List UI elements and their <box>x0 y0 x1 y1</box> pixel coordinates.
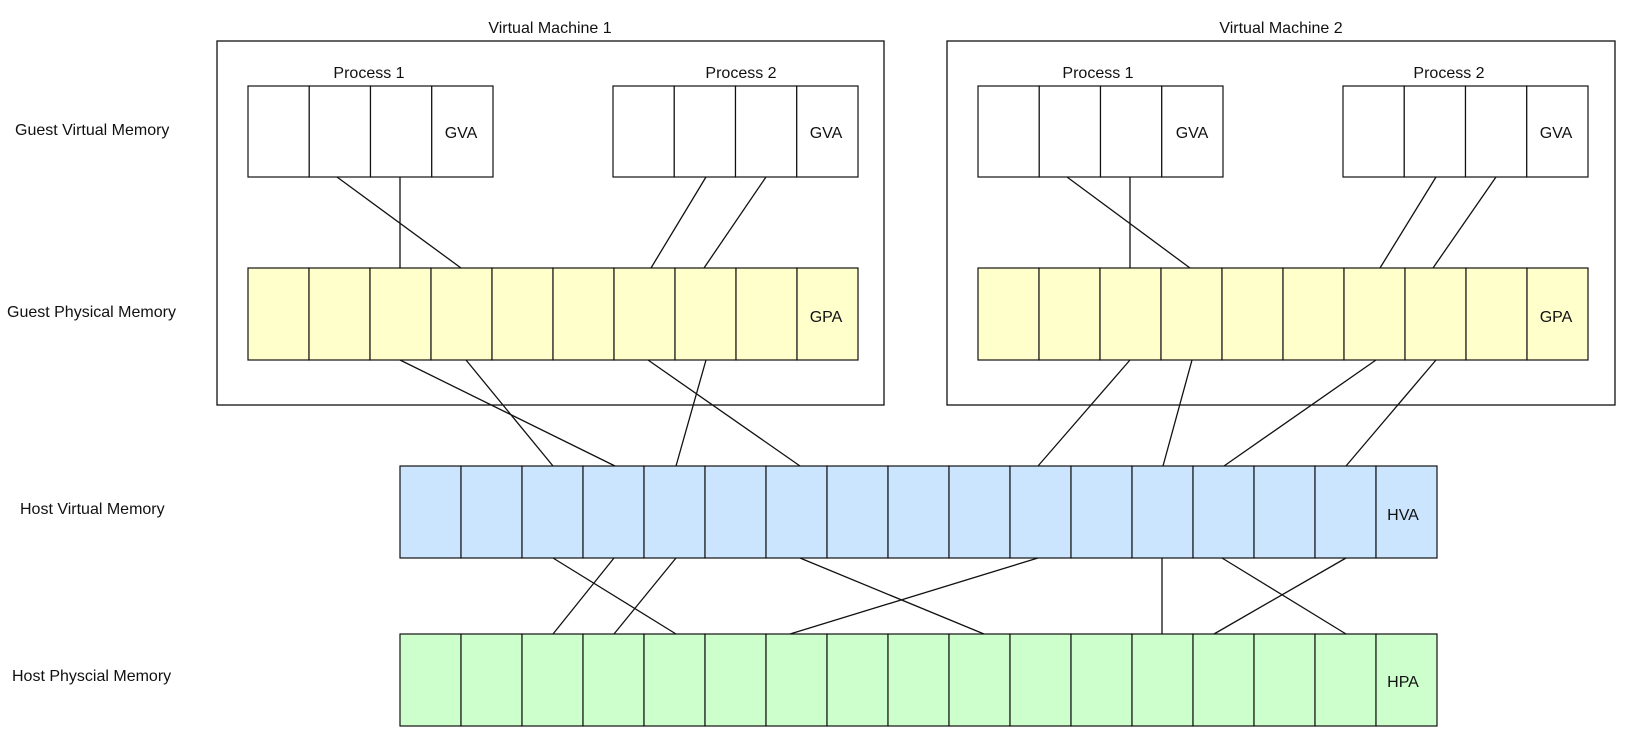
hva-cell <box>399 465 462 559</box>
vm-2-gpa-tag: GPA <box>1540 309 1573 326</box>
vm-2-process-1-gva-cell <box>1161 85 1224 178</box>
hva-cell <box>1070 465 1133 559</box>
vm-2-gpa-cell <box>1404 267 1467 361</box>
row-label-hpa: Host Physcial Memory <box>12 668 171 685</box>
hpa-cell <box>1009 633 1072 727</box>
hva-tag: HVA <box>1387 507 1419 524</box>
vm-1-process-2-gva-tag: GVA <box>810 125 843 142</box>
vm-2-gpa-cell <box>1099 267 1162 361</box>
vm-2-process-2-gva-cell <box>1342 85 1405 178</box>
vm-1-process-1-gva-cell <box>369 85 433 178</box>
hva-cell <box>1375 465 1438 559</box>
hpa-cell <box>1314 633 1377 727</box>
vm-1-process-1-gva-tag: GVA <box>445 125 478 142</box>
vm-1-process-2-title: Process 2 <box>705 65 776 82</box>
vm-2-gpa-cell <box>1465 267 1528 361</box>
hpa-tag: HPA <box>1387 674 1419 691</box>
hva-cell <box>948 465 1011 559</box>
vm-2-process-2-title: Process 2 <box>1413 65 1484 82</box>
vm-2-process-1-title: Process 1 <box>1062 65 1133 82</box>
hpa-cell <box>948 633 1011 727</box>
vm-1-frame: Virtual Machine 1 <box>216 20 885 406</box>
vm-2-gpa-cell <box>1282 267 1345 361</box>
hva-cell <box>826 465 889 559</box>
vm-2-gpa-cell <box>1160 267 1223 361</box>
vm-1-title: Virtual Machine 1 <box>488 20 611 37</box>
hva-cell <box>1009 465 1072 559</box>
vm-1-process-2-gva-cell <box>734 85 798 178</box>
vm-2-process-1-gva-cell <box>1099 85 1163 178</box>
hpa-cell <box>1375 633 1438 727</box>
vm-1-gpa-cell <box>613 267 676 361</box>
hpa-cell <box>704 633 767 727</box>
row-label-gpa: Guest Physical Memory <box>7 304 176 321</box>
hpa-cell <box>1192 633 1255 727</box>
vm-2-process-1-gva-cell <box>1038 85 1102 178</box>
hva-cell <box>1314 465 1377 559</box>
vm-1-gpa-tag: GPA <box>810 309 843 326</box>
vm-1-gpa-cell <box>796 267 859 361</box>
vm-2-process-2-gva-cell <box>1403 85 1467 178</box>
vm-2-gpa-cell <box>1221 267 1284 361</box>
vm-2-title: Virtual Machine 2 <box>1219 20 1342 37</box>
hpa-cell <box>1070 633 1133 727</box>
hva-cell <box>460 465 523 559</box>
vm-2-gpa-cell <box>977 267 1040 361</box>
vm-1-gpa-cell <box>369 267 432 361</box>
hva-cell <box>704 465 767 559</box>
vm-2-process-1-gva-cell <box>977 85 1040 178</box>
hpa-cell <box>887 633 950 727</box>
vm-2-gpa-cell <box>1038 267 1101 361</box>
row-label-hva: Host Virtual Memory <box>20 501 165 518</box>
vm-1-gpa-cell <box>247 267 310 361</box>
vm-1-gpa-cell <box>491 267 554 361</box>
vm-2-process-2-gva-cell <box>1464 85 1528 178</box>
hpa-cell <box>582 633 645 727</box>
hva-cell <box>643 465 706 559</box>
vm-1-gpa-cell <box>308 267 371 361</box>
vm-2-gpa-cell <box>1526 267 1589 361</box>
vm-2-process-2-gva-tag: GVA <box>1540 125 1573 142</box>
vm-1-gpa-cell <box>552 267 615 361</box>
vm-1-process-1-gva-cell <box>247 85 310 178</box>
vm-1-process-2-gva-cell <box>612 85 675 178</box>
vm-1-process-1-gva-cell <box>308 85 372 178</box>
hpa-cell <box>643 633 706 727</box>
vm-1-gpa-cell <box>430 267 493 361</box>
vm-1-process-2-gva-cell <box>796 85 859 178</box>
hva-cell <box>1253 465 1316 559</box>
hpa-cell <box>765 633 828 727</box>
hpa-cell <box>1131 633 1194 727</box>
hva-cell <box>521 465 584 559</box>
hva-cell <box>887 465 950 559</box>
hpa-cell <box>460 633 523 727</box>
hpa-cell <box>399 633 462 727</box>
vm-2-process-2-gva-cell <box>1526 85 1589 178</box>
vm-2-frame: Virtual Machine 2 <box>946 20 1616 406</box>
vm-1-gpa-cell <box>735 267 798 361</box>
hva-cell <box>582 465 645 559</box>
hpa-cell <box>826 633 889 727</box>
hva-cell <box>1131 465 1194 559</box>
vm-1-process-2-gva-cell <box>673 85 737 178</box>
vm-2-gpa-cell <box>1343 267 1406 361</box>
vm-1-process-1-gva-cell <box>431 85 494 178</box>
vm-1-process-1-title: Process 1 <box>333 65 404 82</box>
hpa-cell <box>521 633 584 727</box>
vm-2-process-1-gva-tag: GVA <box>1176 125 1209 142</box>
hva-cell <box>765 465 828 559</box>
mapping-lines <box>336 176 1497 635</box>
row-label-gva: Guest Virtual Memory <box>15 122 169 139</box>
hva-cell <box>1192 465 1255 559</box>
hpa-cell <box>1253 633 1316 727</box>
vm-1-gpa-cell <box>674 267 737 361</box>
